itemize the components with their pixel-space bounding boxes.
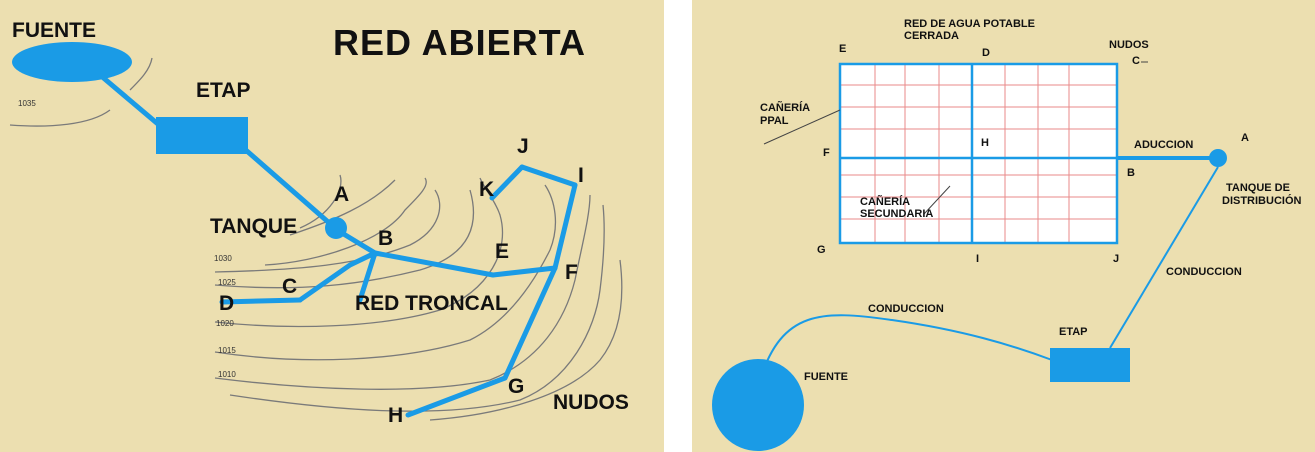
node-g: G [817,244,826,256]
etap-label: ETAP [1059,326,1088,338]
contour-line [289,179,396,236]
open-network-panel: FUENTE RED ABIERTA ETAP TANQUE RED TRONC… [0,0,664,452]
node-f: F [823,147,830,159]
closed-network-panel: RED DE AGUA POTABLE CERRADA NUDOS CAÑERÍ… [692,0,1315,452]
node-h: H [388,404,404,427]
conduccion-pipe-right [1109,166,1219,349]
node-d: D [982,47,990,59]
caneria-ppal-line1: CAÑERÍA [760,102,811,114]
node-e: E [839,43,847,55]
contour-line [129,57,153,91]
etap-plant [1050,348,1130,382]
nudos-label: NUDOS [1109,39,1149,51]
contour-line [214,189,475,289]
node-i: I [578,164,584,187]
tanque-label-line2: DISTRIBUCIÓN [1222,195,1302,207]
caneria-secundaria-line2: SECUNDARIA [860,208,934,220]
contour-line [214,189,441,273]
node-a: A [334,183,350,206]
contour-line [9,109,111,127]
nudos-label: NUDOS [553,391,629,414]
node-d: D [219,292,235,315]
pipes [97,72,578,418]
contour-label: 1015 [218,346,236,355]
pipe-b-g [357,250,378,303]
pipe-j-k [489,164,525,201]
caneria-ppal-line2: PPAL [760,115,789,127]
contour-label: 1010 [218,370,236,379]
leader-caneria-ppal [763,109,841,145]
closed-network-drawing [712,61,1227,451]
fuente-label: FUENTE [12,19,96,42]
contour-label: 1020 [216,319,234,328]
closed-network-title-line2: CERRADA [904,30,959,42]
pipe-f-i [552,182,578,271]
contour-label: 1025 [218,278,236,287]
pipe-i-j [519,164,578,188]
node-e: E [495,240,510,263]
node-b: B [1127,167,1135,179]
network-title: RED ABIERTA [333,22,586,63]
contour-lines [9,57,623,421]
tanque-tank [325,217,347,239]
caneria-secundaria-line1: CAÑERÍA [860,196,911,208]
node-k: K [479,178,495,201]
node-g: G [508,375,525,398]
pipe-b-e [372,250,496,278]
contour-line [264,177,427,266]
etap-plant [156,117,248,154]
main-pipe-grid [838,62,1119,245]
conduccion-left-label: CONDUCCION [868,303,944,315]
network-grid-area [840,64,1117,243]
fuente-reservoir [712,359,804,451]
node-j: J [1113,253,1120,265]
node-f: F [565,261,578,284]
contour-label: 1035 [18,99,36,108]
fuente-reservoir [12,42,132,82]
aduccion-label: ADUCCION [1134,139,1194,151]
node-i: I [976,253,980,265]
pipe-etap-tanque [237,142,338,231]
contour-line [214,177,504,328]
pipe-c-d [219,297,303,305]
tanque-label: TANQUE [210,215,298,238]
node-b: B [378,227,394,250]
contour-line [229,204,605,412]
secondary-pipe-grid [840,64,1117,243]
node-c: C [282,275,298,298]
pipe-b-c [297,250,378,303]
contour-label: 1030 [214,254,232,263]
closed-network-title-line1: RED DE AGUA POTABLE [904,18,1035,30]
pipe-fuente-etap [97,72,168,133]
distribution-tank [1209,149,1227,167]
pipe-e-f [490,265,558,278]
open-network-drawing [9,42,623,421]
contour-line [299,174,342,229]
node-a: A [1241,132,1249,144]
conduccion-right-label: CONDUCCION [1166,266,1242,278]
pipe-f-g [502,265,558,381]
pipe-g-h [405,375,508,418]
etap-label: ETAP [196,79,251,102]
tanque-label-line1: TANQUE DE [1226,182,1290,194]
fuente-label: FUENTE [804,371,848,383]
red-troncal-label: RED TRONCAL [355,292,508,315]
contour-line [214,194,591,390]
node-h: H [981,137,989,149]
leader-caneria-secundaria [923,185,951,215]
contour-line [214,184,557,361]
contour-line [429,259,623,421]
conduccion-pipe-left [759,314,1053,381]
node-c: C [1132,55,1140,67]
node-j: J [517,135,529,158]
